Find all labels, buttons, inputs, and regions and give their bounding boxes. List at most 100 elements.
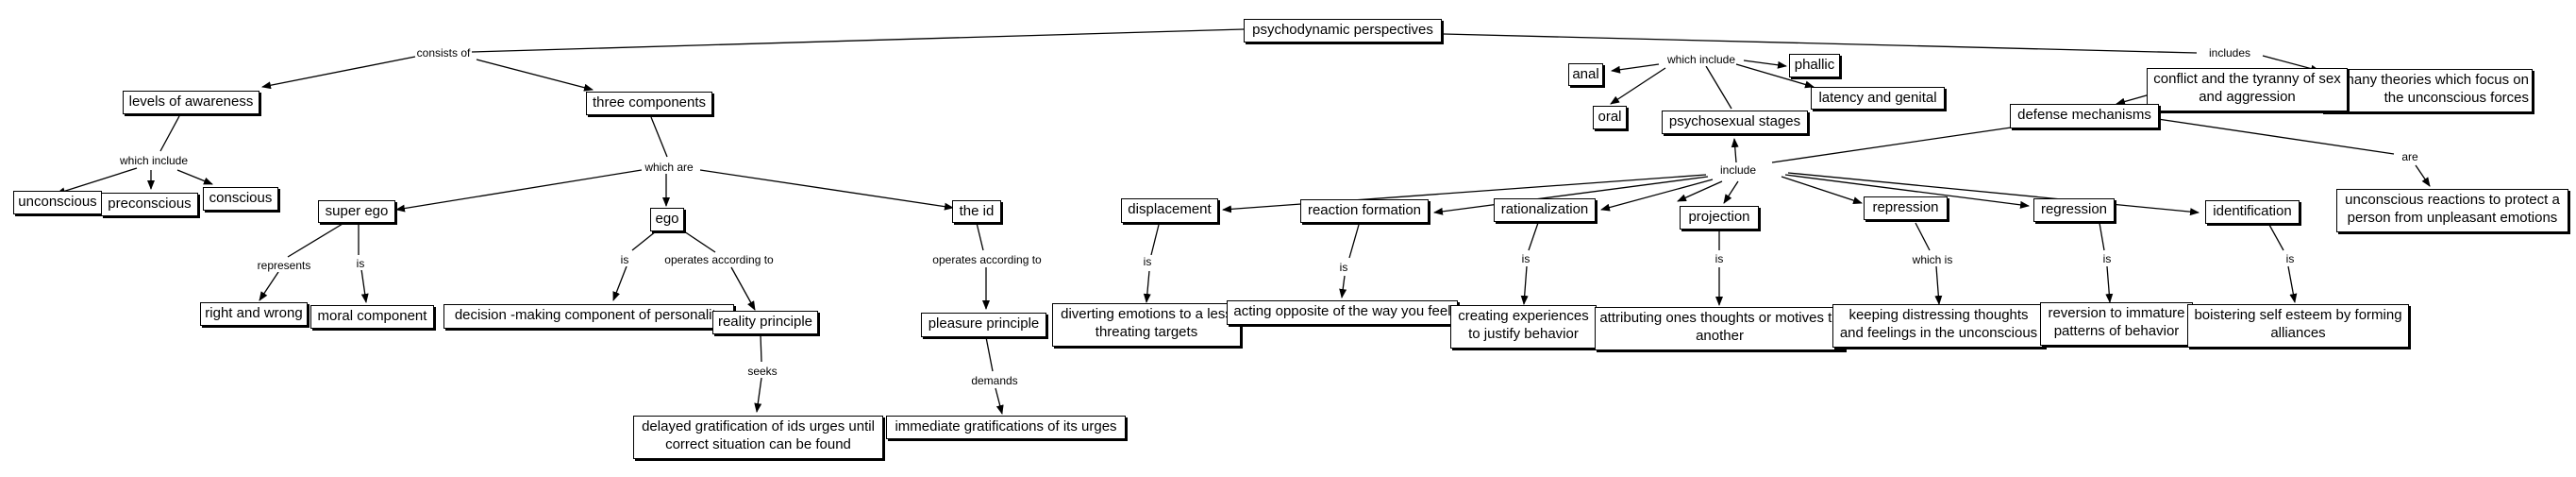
node-displacement-def[interactable]: diverting emotions to a less threating t…	[1052, 303, 1241, 347]
node-repression[interactable]: repression	[1864, 196, 1948, 220]
edge	[650, 116, 668, 158]
edge	[395, 169, 643, 213]
link-operates-id: operates according to	[932, 253, 1042, 266]
link-is-rationalization: is	[1521, 252, 1531, 265]
link-is-reaction: is	[1339, 261, 1348, 274]
edge	[1611, 63, 1660, 74]
node-reaction-formation[interactable]: reaction formation	[1300, 199, 1429, 223]
node-moral-component[interactable]: moral component	[310, 305, 434, 329]
edge	[1731, 138, 1739, 163]
node-rationalization[interactable]: rationalization	[1494, 198, 1596, 222]
edge	[360, 268, 369, 303]
link-is-displacement: is	[1143, 255, 1152, 268]
node-oral[interactable]: oral	[1593, 106, 1627, 129]
edge	[1787, 172, 2200, 216]
edge	[287, 220, 348, 258]
edge	[985, 336, 994, 372]
node-the-id[interactable]: the id	[952, 200, 1001, 223]
node-defense-mechanisms[interactable]: defense mechanisms	[2010, 104, 2159, 128]
node-unconscious[interactable]: unconscious	[13, 191, 102, 214]
edge	[159, 115, 180, 152]
edge	[471, 28, 1245, 53]
edge	[754, 377, 762, 413]
edge	[2415, 164, 2431, 187]
node-conflict-tyranny[interactable]: conflict and the tyranny of sex and aggr…	[2147, 68, 2348, 111]
edge	[1520, 265, 1529, 305]
edge	[1781, 176, 1863, 204]
node-projection[interactable]: projection	[1680, 206, 1759, 230]
edge	[2287, 265, 2298, 303]
edge	[1735, 63, 1815, 89]
link-which-are: which are	[644, 161, 694, 174]
node-delayed-gratification[interactable]: delayed gratification of ids urges until…	[633, 416, 883, 459]
edge	[261, 56, 416, 90]
edge	[1528, 222, 1539, 251]
edge	[1600, 179, 1714, 212]
node-anal[interactable]: anal	[1568, 63, 1603, 86]
edge	[1934, 265, 1943, 305]
node-super-ego[interactable]: super ego	[318, 200, 395, 223]
link-is-projection: is	[1715, 252, 1724, 265]
node-ego[interactable]: ego	[650, 208, 684, 231]
node-identification[interactable]: identification	[2205, 200, 2300, 224]
node-rationalization-def[interactable]: creating experiences to justify behavior	[1450, 305, 1597, 349]
link-includes: includes	[2208, 46, 2251, 60]
edge	[1443, 33, 2198, 54]
node-many-theories[interactable]: many theories which focus on the unconsc…	[2321, 69, 2533, 112]
node-phallic[interactable]: phallic	[1789, 54, 1840, 77]
node-reality-principle[interactable]: reality principle	[712, 311, 818, 334]
edge	[2150, 117, 2395, 155]
edge	[2268, 224, 2284, 251]
node-unconscious-reactions[interactable]: unconscious reactions to protect a perso…	[2336, 189, 2568, 232]
edge	[176, 169, 213, 185]
edge	[1348, 224, 1360, 259]
link-consists-of: consists of	[416, 46, 471, 60]
edge	[631, 230, 657, 251]
edge	[683, 230, 716, 253]
edge	[1222, 174, 1707, 213]
edge	[699, 169, 954, 211]
node-regression-def[interactable]: reversion to immature patterns of behavi…	[2040, 302, 2193, 346]
edge	[612, 265, 627, 301]
edge	[730, 266, 756, 311]
link-which-include-stages: which include	[1666, 53, 1736, 66]
node-decision-making[interactable]: decision -making component of personalit…	[443, 304, 734, 329]
edge	[976, 222, 984, 251]
node-right-and-wrong[interactable]: right and wrong	[200, 302, 308, 326]
edge	[476, 59, 594, 92]
node-levels-of-awareness[interactable]: levels of awareness	[123, 91, 259, 114]
node-conscious[interactable]: conscious	[203, 187, 278, 211]
edge	[1339, 275, 1347, 298]
edge	[1723, 180, 1739, 204]
edge	[1705, 65, 1732, 110]
link-is-superego: is	[356, 257, 365, 270]
link-operates-ego: operates according to	[664, 253, 774, 266]
node-psychosexual-stages[interactable]: psychosexual stages	[1662, 111, 1808, 134]
node-displacement[interactable]: displacement	[1121, 198, 1218, 223]
edge	[2105, 265, 2114, 303]
node-regression[interactable]: regression	[2033, 198, 2115, 222]
edge	[1433, 176, 1709, 215]
link-seeks: seeks	[747, 365, 778, 378]
link-demands: demands	[971, 374, 1018, 387]
node-projection-def[interactable]: attributing ones thoughts or motives to …	[1595, 307, 1845, 350]
node-identification-def[interactable]: boistering self esteem by forming allian…	[2187, 304, 2409, 348]
edge	[1784, 174, 2030, 209]
link-include: include	[1719, 163, 1757, 177]
node-latency-genital[interactable]: latency and genital	[1811, 87, 1945, 110]
node-three-components[interactable]: three components	[586, 92, 712, 115]
link-is-ego: is	[620, 253, 629, 266]
link-is-regression: is	[2102, 252, 2112, 265]
edge	[56, 167, 138, 196]
edge	[995, 387, 1004, 415]
edge	[1677, 180, 1723, 202]
link-are: are	[2401, 150, 2418, 163]
node-preconscious[interactable]: preconscious	[101, 193, 198, 216]
node-repression-def[interactable]: keeping distressing thoughts and feeling…	[1832, 304, 2045, 348]
node-immediate-gratification[interactable]: immediate gratifications of its urges	[886, 416, 1126, 439]
node-reaction-def[interactable]: acting opposite of the way you feel	[1227, 300, 1458, 325]
node-root[interactable]: psychodynamic perspectives	[1244, 19, 1442, 43]
node-pleasure-principle[interactable]: pleasure principle	[921, 313, 1046, 337]
